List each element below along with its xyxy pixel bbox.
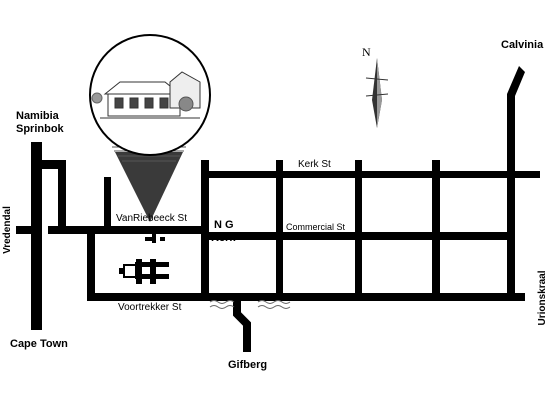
house-sketch: [91, 71, 201, 119]
church-icon: [119, 259, 169, 284]
landmark-ng-kerk-line1: N G: [214, 219, 234, 231]
town-springbok: Sprinbok: [16, 123, 64, 135]
street-label-vanriebeeck: VanRiebeeck St: [116, 213, 187, 224]
voortrekker-street: [87, 293, 525, 301]
town-vredendal: Vredendal: [2, 206, 13, 254]
town-urionskraal: Urionskraal: [537, 270, 548, 326]
gifberg-road: [233, 300, 251, 352]
west-connector-street: [87, 226, 95, 300]
town-cape-town: Cape Town: [10, 338, 68, 350]
highway-spur-down: [58, 160, 66, 228]
vanriebeeck-street: [48, 226, 208, 234]
street-label-kerk: Kerk St: [298, 159, 331, 170]
town-calvinia: Calvinia: [501, 39, 544, 51]
street-label-commercial: Commercial St: [286, 222, 346, 232]
town-gifberg: Gifberg: [228, 359, 268, 371]
street-label-voortrekker: Voortrekker St: [118, 302, 182, 313]
vertical-street-3: [355, 160, 362, 300]
compass-north-label: N: [362, 45, 371, 59]
town-namibia: Namibia: [16, 110, 59, 122]
landmark-ng-kerk-line2: Kerk: [211, 232, 236, 244]
north-arrow-icon: [365, 58, 389, 128]
north-stub-street: [104, 177, 111, 229]
n7-highway: [31, 142, 42, 330]
river: [209, 300, 291, 309]
kerk-street: [202, 171, 540, 178]
church-street-vertical: [201, 160, 209, 300]
highway-spur-top: [38, 160, 65, 169]
photo-locator-icon: [89, 34, 211, 222]
small-marker: [145, 232, 165, 243]
vredendal-road: [16, 226, 34, 234]
vertical-street-2: [276, 160, 283, 300]
vertical-street-4: [432, 160, 440, 300]
calvinia-road: [507, 66, 525, 300]
